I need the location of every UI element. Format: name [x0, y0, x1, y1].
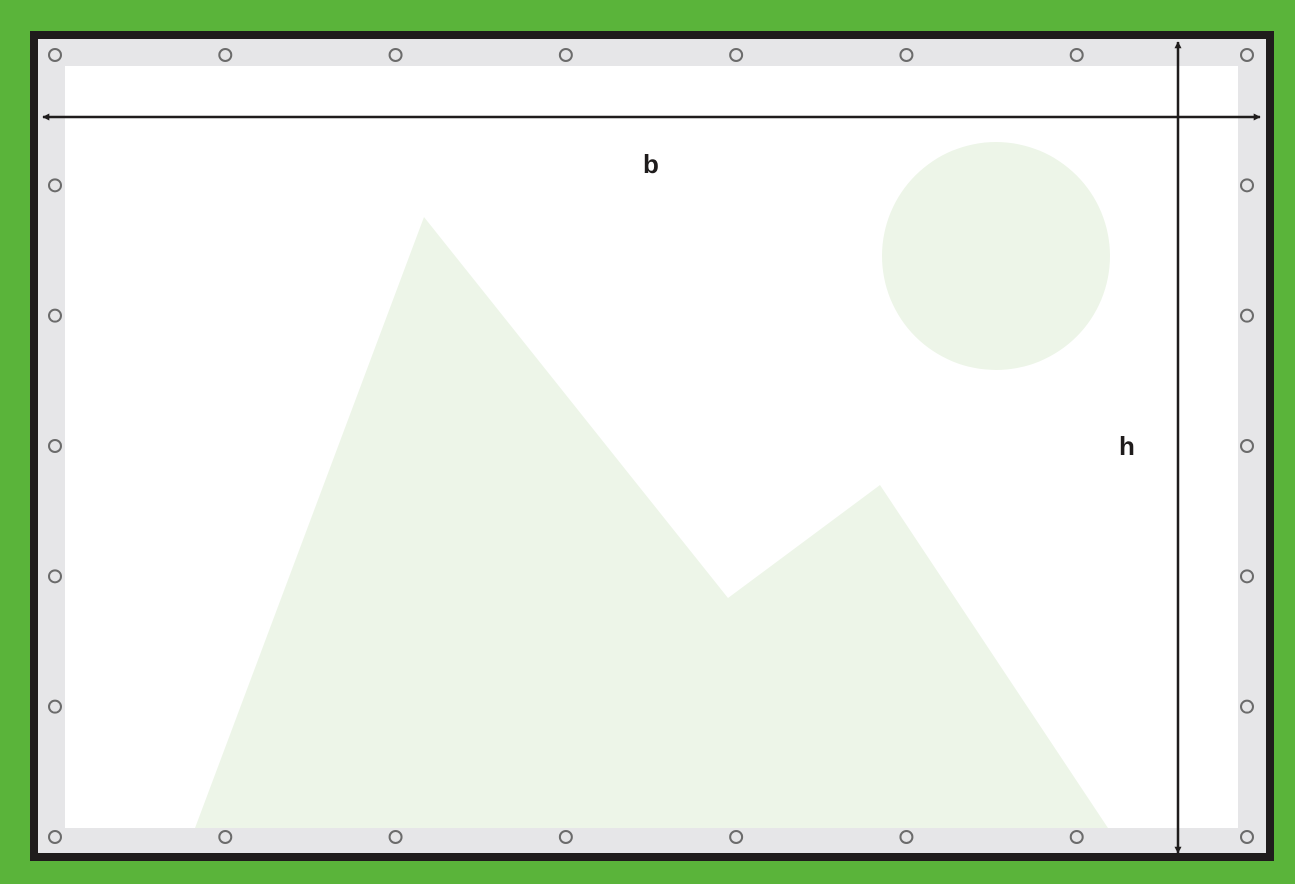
grommet-ring-icon: [48, 48, 62, 62]
grommet-ring-icon: [899, 830, 914, 844]
grommet-ring-icon: [1069, 48, 1084, 62]
grommet-ring-icon: [48, 439, 62, 453]
grommet-ring-icon: [1240, 699, 1254, 714]
grommet-ring-icon: [1240, 830, 1254, 844]
grommet-group: [48, 48, 1254, 844]
mountain-sun-image-placeholder-icon: [195, 142, 1110, 828]
grommet-ring-icon: [899, 48, 914, 62]
sun-shape: [882, 142, 1110, 370]
grommet-ring-icon: [729, 830, 744, 844]
grommet-ring-icon: [1069, 830, 1084, 844]
grommet-ring-icon: [558, 48, 573, 62]
grommet-ring-icon: [729, 48, 744, 62]
height-label: h: [1119, 431, 1135, 461]
grommet-ring-icon: [1240, 178, 1254, 193]
grommet-ring-icon: [1240, 439, 1254, 453]
grommet-ring-icon: [218, 48, 233, 62]
grommet-ring-icon: [388, 830, 403, 844]
grommet-ring-icon: [1240, 48, 1254, 62]
grommet-ring-icon: [218, 830, 233, 844]
width-label: b: [643, 149, 659, 179]
grommet-ring-icon: [48, 178, 62, 193]
grommet-ring-icon: [48, 308, 62, 323]
grommet-ring-icon: [1240, 308, 1254, 323]
grommet-ring-icon: [388, 48, 403, 62]
grommet-ring-icon: [48, 830, 62, 844]
grommet-ring-icon: [1240, 569, 1254, 584]
grommet-ring-icon: [48, 569, 62, 584]
grommet-ring-icon: [558, 830, 573, 844]
grommet-ring-icon: [48, 699, 62, 714]
mountain-shape: [195, 217, 1108, 828]
